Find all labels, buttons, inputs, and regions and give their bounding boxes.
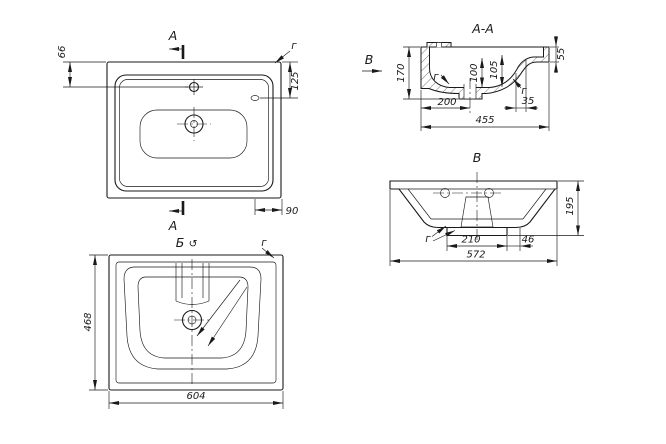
plan-basin-bottom [139, 109, 248, 159]
front-inner-slant-right [522, 188, 547, 220]
section-dim-455-label: 455 [475, 115, 494, 126]
plan-section-letter-top: А [168, 28, 178, 43]
bottom-view-title-letter: Б [176, 235, 185, 250]
section-fillet-label-2: г [521, 85, 527, 97]
front-dim-572-label: 572 [466, 250, 485, 261]
front-dim-572: 572 [389, 190, 558, 266]
front-dim-195-label: 195 [565, 196, 576, 215]
plan-dim-66: 66 [57, 46, 188, 88]
section-dim-105-label: 105 [489, 60, 500, 79]
bottom-basin-shell-outer [123, 266, 262, 370]
front-fillet-leaders: г [425, 225, 456, 245]
front-dim-46-label: 46 [522, 235, 535, 246]
plan-dim-125: 125 [260, 61, 301, 99]
plan-dim-125-label: 125 [290, 71, 301, 90]
section-dim-200: 200 [420, 90, 470, 131]
section-dim-35: 35 [504, 60, 538, 112]
plan-dim-66-label: 66 [57, 46, 68, 59]
section-dim-55-label: 55 [556, 48, 567, 61]
plan-drain-hole [177, 107, 211, 141]
view-b-direction-arrow: В [362, 52, 382, 73]
bottom-view: Б ↺ г [83, 235, 284, 409]
front-dim-195: 195 [508, 180, 584, 236]
section-dim-170: 170 [396, 46, 458, 100]
front-view: В г 195 21 [389, 150, 584, 266]
bottom-dim-468: 468 [83, 254, 108, 391]
bottom-inner-edge [115, 261, 277, 384]
front-mounting-holes [433, 188, 501, 198]
section-aa-title: А-А [471, 21, 494, 36]
section-dim-100: 100 [469, 58, 484, 88]
plan-section-cut-marks: А А [168, 28, 185, 233]
section-fillet-leaders: г г [433, 71, 527, 97]
plan-fillet-label: г [291, 40, 297, 52]
plan-overflow-hole [250, 95, 260, 101]
bottom-basin-shell-inner [137, 276, 249, 359]
section-dim-105: 105 [489, 55, 504, 87]
section-dim-200-label: 200 [437, 97, 456, 108]
plan-basin-rim-outer [114, 74, 274, 192]
bottom-view-title: Б ↺ [176, 235, 198, 250]
section-dim-170-label: 170 [396, 63, 407, 82]
front-dim-210-label: 210 [461, 235, 480, 246]
front-view-title: В [473, 150, 482, 165]
section-drain-opening [463, 78, 477, 116]
view-b-letter: В [365, 52, 374, 67]
bottom-dim-468-label: 468 [83, 312, 94, 331]
section-aa-view: А-А В г г [362, 21, 567, 131]
section-fillet-label-1: г [433, 71, 439, 83]
plan-section-letter-bottom: А [168, 218, 178, 233]
bottom-dim-604: 604 [108, 391, 284, 409]
section-profile [420, 42, 550, 100]
front-inner-slant-left [407, 188, 432, 220]
front-dim-210: 210 [446, 235, 508, 251]
front-dim-46: 46 [507, 228, 534, 251]
rotated-view-icon: ↺ [189, 238, 198, 250]
section-dim-455: 455 [421, 63, 550, 131]
bottom-fillet-leaders: г [196, 237, 275, 347]
bottom-fillet-label: г [261, 237, 267, 249]
front-outline [389, 180, 558, 229]
plan-fillet-leader: г [274, 40, 297, 64]
section-dim-55: 55 [550, 36, 567, 73]
section-faucet-slot [436, 42, 442, 48]
bottom-outline [108, 254, 284, 391]
section-dim-100-label: 100 [469, 63, 480, 82]
plan-dim-90: 90 [254, 199, 299, 217]
bottom-dim-604-label: 604 [186, 391, 205, 402]
section-dim-35-label: 35 [522, 96, 535, 107]
front-drain-channel [460, 196, 494, 228]
bottom-overflow-channel [175, 263, 210, 305]
plan-dim-90-label: 90 [286, 206, 299, 217]
front-fillet-label: г [425, 233, 431, 245]
plan-outline [106, 61, 282, 199]
plan-view: А А г 66 125 90 [57, 28, 301, 233]
